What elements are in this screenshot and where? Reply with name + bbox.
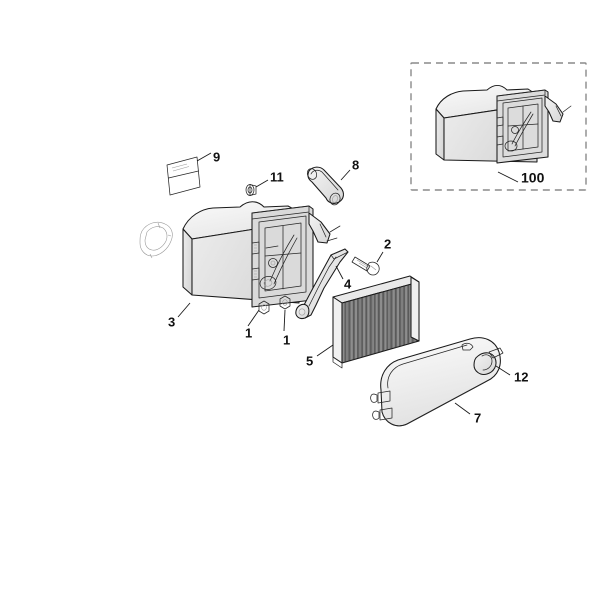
callout-label-9: 9 (213, 149, 220, 164)
callout-label-1-right: 1 (283, 332, 290, 347)
callout-label-7: 7 (474, 410, 481, 425)
part-bushing: 11 (245, 169, 284, 196)
callout-label-1-left: 1 (245, 325, 252, 340)
part-filter-element: 5 (306, 275, 420, 368)
part-elbow-tube: 8 (306, 157, 359, 206)
part-air-filter-housing: 3 (168, 201, 341, 329)
callout-label-3: 3 (168, 314, 175, 329)
leader-line-8 (340, 169, 351, 181)
inset-housing-assembly (435, 84, 572, 164)
part-nut-right: 1 (279, 295, 291, 347)
leader-line-7 (454, 402, 471, 415)
leader-line-9 (196, 152, 212, 162)
leader-line-4 (335, 265, 344, 280)
leader-line-2 (376, 251, 384, 263)
callout-label-4: 4 (344, 276, 352, 291)
callout-label-8: 8 (352, 157, 359, 172)
part-filter-cover: 7 (370, 337, 501, 427)
leader-line-1-right (283, 309, 286, 332)
part-gasket-plate: 9 (166, 149, 220, 196)
callout-label-2: 2 (384, 236, 391, 251)
callout-label-100: 100 (521, 170, 545, 186)
leader-line-100 (497, 171, 519, 183)
part-choke-lever-rod: 4 (295, 248, 352, 320)
part-screw: 2 (351, 236, 391, 276)
inset-dashed-border (410, 62, 587, 191)
seal-ring-outline (139, 221, 173, 259)
leader-line-5 (316, 344, 334, 357)
leader-line-11 (255, 179, 269, 188)
leader-line-1-left (247, 309, 260, 327)
callout-label-11: 11 (270, 169, 284, 184)
part-cover-latch: 12 (473, 347, 528, 384)
callout-label-12: 12 (514, 369, 528, 384)
assembled-view-inset: 100 (410, 62, 587, 191)
leader-line-3 (177, 302, 191, 318)
callout-label-5: 5 (306, 353, 313, 368)
part-nut-left: 1 (245, 300, 270, 340)
leader-line-12 (495, 365, 511, 376)
